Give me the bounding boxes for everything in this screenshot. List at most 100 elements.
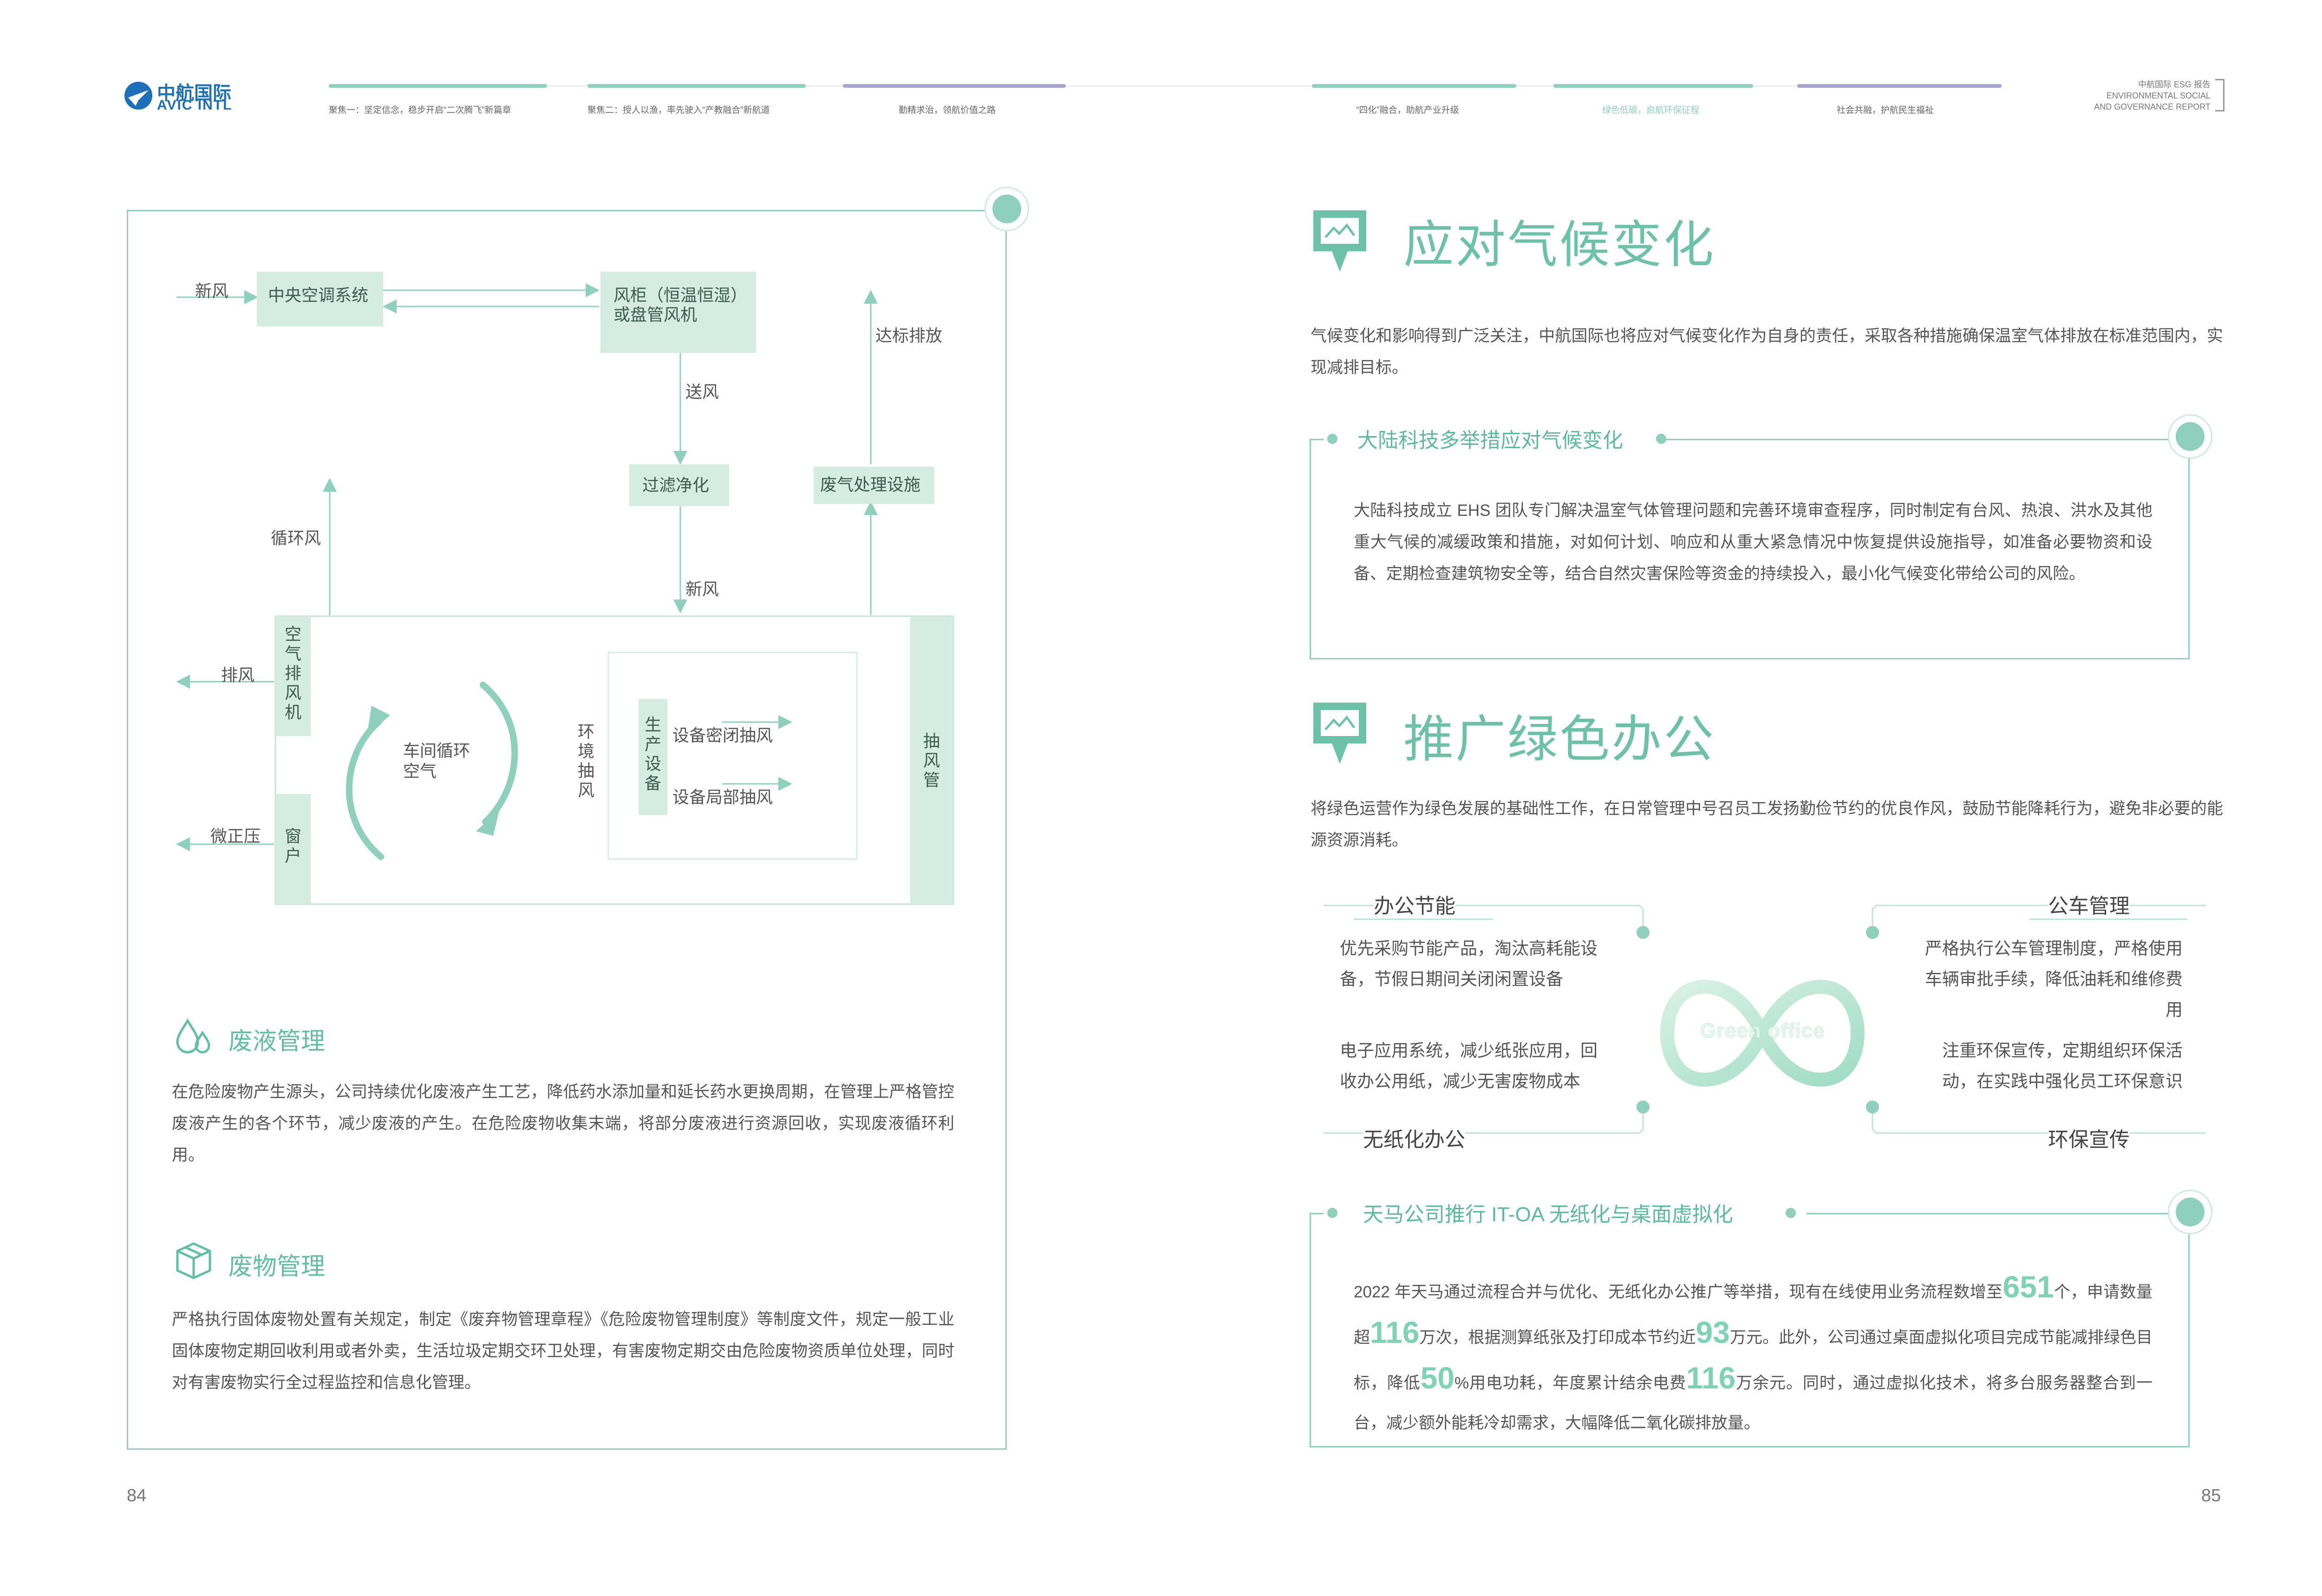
green-office-logo-icon — [1660, 979, 1865, 1087]
connector-dot — [1637, 1101, 1650, 1114]
diagram-exhaust-device: 废气处理设施 — [814, 467, 934, 504]
left-content-frame — [127, 210, 1007, 1450]
nav-bar-1 — [329, 84, 547, 88]
presentation-icon — [1313, 703, 1366, 764]
nav-item-4[interactable]: “四化”融合，助航产业升级 — [1356, 105, 1459, 115]
page-number-right: 85 — [2201, 1486, 2221, 1505]
nav-bar-5 — [1553, 84, 1753, 88]
diagram-production-equipment: 生产设备 — [644, 715, 661, 793]
diagram-arrows — [176, 283, 954, 905]
title-dot-right — [1786, 1208, 1796, 1218]
diagram-local-exhaust: 设备局部抽风 — [672, 788, 773, 807]
connector-dot — [1866, 1101, 1879, 1114]
paperless-title: 无纸化办公 — [1363, 1123, 1465, 1153]
report-line-3: AND GOVERNANCE REPORT — [2094, 102, 2211, 111]
diagram-duct-box — [910, 616, 953, 904]
nav-item-5[interactable]: 绿色低碳，启航环保征程 — [1602, 105, 1700, 115]
diagram-window-box — [275, 794, 311, 904]
logo-mark-icon — [124, 82, 152, 110]
tianma-number-116-fee: 116 — [1686, 1361, 1736, 1395]
diagram-fresh-air: 新风 — [685, 580, 719, 599]
climate-case-frame — [1310, 439, 2190, 659]
promotion-text: 注重环保宣传，定期组织环保活动，在实践中强化员工环保意识 — [1942, 1041, 2183, 1091]
diagram-sealed-exhaust: 设备密闭抽风 — [672, 726, 773, 745]
tag-underline — [1354, 919, 1493, 920]
diagram-micro-pressure: 微正压 — [210, 827, 261, 846]
report-line-1: 中航国际 ESG 报告 — [2138, 80, 2211, 89]
tianma-number-116-requests: 116 — [1370, 1315, 1420, 1349]
tianma-number-50: 50 — [1420, 1361, 1455, 1395]
tianma-text: 2022 年天马通过流程合并与优化、无纸化办公推广等举措，现有在线使用业务流程数… — [1354, 1267, 2152, 1443]
nav-item-1[interactable]: 聚焦一：坚定信念，稳步开启“二次腾飞”新篇章 — [329, 105, 511, 115]
page-number-left: 84 — [127, 1486, 147, 1505]
nav-bar-6 — [1797, 84, 2002, 88]
nav-bar-3 — [843, 84, 1066, 88]
energy-saving-text: 优先采购节能产品，淘汰高耗能设备，节假日期间关闭闲置设备 — [1340, 939, 1598, 989]
pin-icon — [985, 187, 1029, 231]
diagram-fresh-air-in: 新风 — [195, 281, 229, 300]
nav-bar-4 — [1312, 84, 1516, 88]
waste-text: 严格执行固体废物处置有关规定，制定《废弃物管理章程》《危险废物管理制度》等制度文… — [172, 1310, 954, 1392]
tianma-title: 天马公司推行 IT-OA 无纸化与桌面虚拟化 — [1363, 1203, 1733, 1226]
vehicle-text: 严格执行公车管理制度，严格使用车辆审批手续，降低油耗和维修费用 — [1925, 939, 2183, 1019]
box-icon — [176, 1242, 211, 1279]
tianma-text-2: 个，申请数量超 — [1354, 1283, 2152, 1347]
diagram-workshop-air: 车间循环空气 — [403, 741, 470, 781]
energy-saving-title: 办公节能 — [1374, 889, 1455, 919]
report-title: 中航国际 ESG 报告 ENVIRONMENTAL SOCIAL AND GOV… — [2062, 79, 2211, 112]
nav-item-3[interactable]: 勤精求治，领航价值之路 — [899, 105, 996, 115]
droplets-icon — [176, 1018, 210, 1054]
connector-dot — [1637, 926, 1650, 939]
presentation-icon — [1313, 210, 1366, 272]
connector-dot — [1866, 926, 1879, 939]
title-dot-left — [1327, 434, 1337, 444]
diagram-recirc: 循环风 — [271, 528, 321, 547]
pin-icon — [2168, 414, 2212, 459]
diagram-send-air: 送风 — [685, 382, 719, 401]
green-office-title: 推广绿色办公 — [1403, 711, 1716, 767]
waste-liquid-title: 废液管理 — [228, 1028, 326, 1055]
green-office-connectors — [1324, 905, 2206, 1134]
logo: 中航国际 AVIC INTL — [124, 78, 245, 115]
tianma-text-5: %用电功耗，年度累计结余电费 — [1455, 1374, 1686, 1392]
promotion-title: 环保宣传 — [2048, 1123, 2130, 1153]
green-office-logo-text: Green office — [1700, 1019, 1825, 1042]
climate-case-title: 大陆科技多举措应对气候变化 — [1357, 429, 1623, 452]
pin-icon — [2168, 1190, 2212, 1234]
tianma-text-1: 2022 年天马通过流程合并与优化、无纸化办公推广等举措，现有在线使用业务流程数… — [1354, 1283, 2003, 1301]
diagram-central-ac: 中央空调系统 — [257, 272, 383, 326]
waste-title: 废物管理 — [228, 1253, 326, 1280]
tianma-number-651: 651 — [2002, 1270, 2054, 1304]
tianma-number-93: 93 — [1696, 1315, 1730, 1349]
tianma-text-3: 万次，根据测算纸张及打印成本节约近 — [1419, 1329, 1696, 1347]
diagram-fan-cabinet: 风柜（恒温恒湿）或盘管风机 — [600, 272, 756, 353]
diagram-air-exhaust-fan-box — [275, 616, 311, 736]
diagram-emission: 达标排放 — [875, 326, 943, 345]
report-bracket-icon — [2215, 79, 2224, 111]
diagram-production-equipment-box — [639, 699, 667, 815]
climate-case-text: 大陆科技成立 EHS 团队专门解决温室气体管理问题和完善环境审查程序，同时制定有… — [1354, 502, 2152, 583]
climate-case-header-bg — [1324, 426, 1663, 454]
report-line-2: ENVIRONMENTAL SOCIAL — [2106, 91, 2211, 100]
tianma-text-4: 万元。此外，公司通过桌面虚拟化项目完成节能减排绿色目标，降低 — [1354, 1329, 2152, 1392]
diagram-env-exhaust: 环境抽风 — [577, 722, 594, 800]
climate-title: 应对气候变化 — [1403, 216, 1716, 273]
logo-cn: 中航国际 — [157, 83, 231, 104]
nav-item-2[interactable]: 聚焦二：授人以渔，率先驶入“产教融合”新航道 — [587, 105, 770, 115]
title-dot-right — [1656, 434, 1666, 444]
paperless-text: 电子应用系统，减少纸张应用，回收办公用纸，减少无害废物成本 — [1340, 1041, 1598, 1091]
waste-liquid-text: 在危险废物产生源头，公司持续优化废液产生工艺，降低药水添加量和延长药水更换周期，… — [172, 1083, 954, 1164]
diagram-air-exhaust-fan: 空气排风机 — [284, 625, 301, 722]
nav-bar-2 — [587, 84, 806, 88]
title-dot-left — [1327, 1208, 1337, 1218]
tianma-text-6: 万余元。同时，通过虚拟化技术，将多台服务器整合到一台，减少额外能耗冷却需求，大幅… — [1354, 1374, 2152, 1432]
diagram-exhaust: 排风 — [221, 665, 255, 684]
diagram-duct: 抽风管 — [923, 731, 940, 789]
tianma-header-bg — [1324, 1200, 1807, 1228]
green-office-intro: 将绿色运营作为绿色发展的基础性工作，在日常管理中号召员工发扬勤俭节约的优良作风，… — [1311, 800, 2223, 849]
climate-intro: 气候变化和影响得到广泛关注，中航国际也将应对气候变化作为自身的责任，采取各种措施… — [1311, 327, 2223, 377]
diagram-filter: 过滤净化 — [629, 464, 729, 506]
diagram-window: 窗户 — [284, 827, 301, 865]
nav-item-6[interactable]: 社会共融，护航民生福祉 — [1837, 105, 1934, 115]
vehicle-title: 公车管理 — [2048, 889, 2130, 919]
